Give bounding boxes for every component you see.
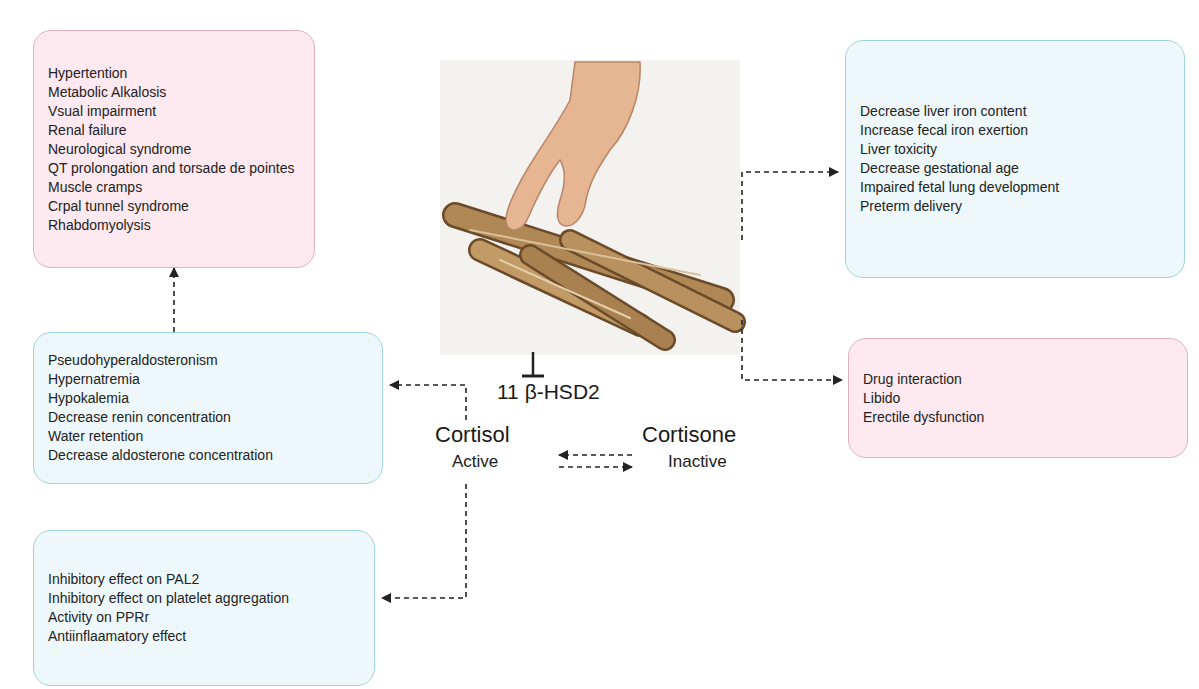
leader-lines <box>382 172 842 598</box>
list-item: Water retention <box>48 427 368 446</box>
list-item: Erectile dysfunction <box>863 408 1173 427</box>
dashed-arrow <box>173 268 175 332</box>
list-item: Liver toxicity <box>860 140 1170 159</box>
enzyme-label: 11 β-HSD2 <box>497 380 600 404</box>
list-item: Drug interaction <box>863 370 1173 389</box>
list-item: Hypernatremia <box>48 370 368 389</box>
inhibition-bar <box>522 375 544 378</box>
reaction-arrow <box>559 454 632 456</box>
risk-box: Decrease liver iron contentIncrease feca… <box>845 40 1185 278</box>
compound-label: Cortisone <box>642 422 736 448</box>
root-outline <box>570 240 735 322</box>
activity-label: Inactive <box>668 452 727 472</box>
list-item: Inhibitory effect on platelet aggregatio… <box>48 589 360 608</box>
photo-ground <box>440 60 740 355</box>
list-item: Decrease liver iron content <box>860 102 1170 121</box>
list-item: Decrease renin concentration <box>48 408 368 427</box>
leader-arrow <box>742 172 838 240</box>
leader-arrow <box>382 484 466 598</box>
effects-box: HypertentionMetabolic AlkalosisVsual imp… <box>33 30 315 268</box>
list-item: Rhabdomyolysis <box>48 216 300 235</box>
list-item: Muscle cramps <box>48 178 300 197</box>
root-fiber <box>470 230 700 275</box>
activity-label: Active <box>452 452 498 472</box>
list-item: Inhibitory effect on PAL2 <box>48 570 360 589</box>
list-item: Impaired fetal lung development <box>860 178 1170 197</box>
list-item: Neurological syndrome <box>48 140 300 159</box>
list-item: Vsual impairment <box>48 102 300 121</box>
list-item: Libido <box>863 389 1173 408</box>
list-item: Crpal tunnel syndrome <box>48 197 300 216</box>
reaction-arrow <box>559 466 632 468</box>
list-item: Antiinflaamatory effect <box>48 627 360 646</box>
list-item: Hypokalemia <box>48 389 368 408</box>
activity-box: Inhibitory effect on PAL2Inhibitory effe… <box>33 530 375 686</box>
list-item: Activity on PPRr <box>48 608 360 627</box>
inhibition-line <box>532 352 535 376</box>
mechanism-box: PseudohyperaldosteronismHypernatremiaHyp… <box>33 332 383 484</box>
compound-label: Cortisol <box>435 422 510 448</box>
list-item: Metabolic Alkalosis <box>48 83 300 102</box>
list-item: Decrease aldosterone concentration <box>48 446 368 465</box>
root <box>570 240 735 322</box>
list-item: Increase fecal iron exertion <box>860 121 1170 140</box>
list-item: Pseudohyperaldosteronism <box>48 351 368 370</box>
list-item: Hypertention <box>48 64 300 83</box>
hand <box>506 62 640 230</box>
list-item: Renal failure <box>48 121 300 140</box>
root-fiber <box>500 260 630 318</box>
licorice-roots <box>455 215 735 340</box>
list-item: QT prolongation and torsade de pointes <box>48 159 300 178</box>
leader-arrow <box>390 385 466 420</box>
list-item: Preterm delivery <box>860 197 1170 216</box>
list-item: Decrease gestational age <box>860 159 1170 178</box>
effects-box: Drug interactionLibidoErectile dysfuncti… <box>848 338 1188 458</box>
leader-arrow <box>742 320 842 380</box>
